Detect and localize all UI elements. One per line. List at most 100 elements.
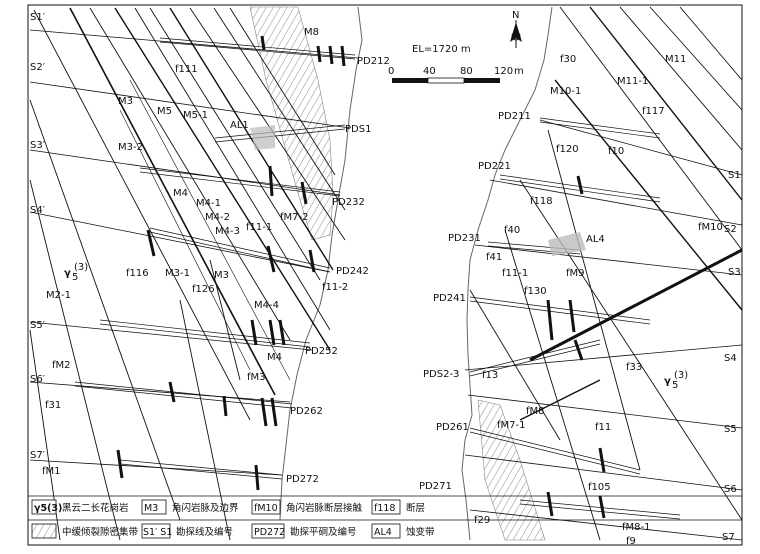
svg-text:f118: f118 xyxy=(374,503,395,514)
adit-label: PD272 xyxy=(286,474,319,485)
legend-label: 勘探平硐及编号 xyxy=(290,526,357,538)
fault-label: f9 xyxy=(626,536,636,547)
dike-label: M11 xyxy=(665,54,686,65)
section-label-s7: S7 xyxy=(722,532,735,543)
alteration-al4 xyxy=(548,232,586,256)
granite-symbol-right: γ 5 (3) xyxy=(664,370,688,391)
elevation-label: EL=1720 m xyxy=(412,44,471,55)
adit-label: PD231 xyxy=(448,233,481,244)
dike-crossings-right xyxy=(546,175,606,519)
dike-label: M3 xyxy=(214,270,229,281)
fault-label: f11-1 xyxy=(246,222,272,233)
svg-text:fM10: fM10 xyxy=(254,503,278,514)
dike-label: M4-1 xyxy=(196,198,221,209)
svg-text:0: 0 xyxy=(388,66,394,77)
section-label-s3p: S3′ xyxy=(30,140,46,151)
dike-label: M4-2 xyxy=(205,212,230,223)
map-frame xyxy=(27,4,743,546)
dike-lines-left xyxy=(29,7,346,541)
fault-label: f31 xyxy=(45,400,61,411)
adit-label: PDS1 xyxy=(345,124,371,135)
fault-label: f118 xyxy=(530,196,553,207)
right-bank-line xyxy=(461,6,553,541)
fault-label: f30 xyxy=(560,54,576,65)
fault-label: f11-1 xyxy=(502,268,528,279)
dike-label: M3 xyxy=(118,96,133,107)
section-label-s3: S3 xyxy=(728,267,741,278)
fault-label: f116 xyxy=(126,268,149,279)
section-label-s5: S5 xyxy=(724,424,737,435)
section-label-s4p: S4′ xyxy=(30,205,46,216)
dike-label: M2-1 xyxy=(46,290,71,301)
adit-label: PD212 xyxy=(357,56,390,67)
north-arrow-icon: N xyxy=(510,10,522,48)
legend-label: 蚀变带 xyxy=(406,526,435,538)
fault-label: f40 xyxy=(504,225,520,236)
section-labels-right: S1 S2 S3 S4 S5 S6 S7 xyxy=(722,170,741,543)
adit-labels: PD212 PDS1 PD232 PD242 PD252 PD262 PD272… xyxy=(286,56,531,492)
dike-label: M11-1 xyxy=(617,76,648,87)
dike-crossings-left xyxy=(116,35,346,491)
fault-label: f111 xyxy=(175,64,198,75)
svg-text:S1′ S1: S1′ S1 xyxy=(143,527,172,538)
fracture-zone-left xyxy=(249,6,334,241)
fault-label: f11-2 xyxy=(322,282,348,293)
section-label-s6p: S6′ xyxy=(30,374,46,385)
fault-labels: f111 f116 f126 f11-1 f11-2 f31 f30 f117 … xyxy=(45,54,665,547)
section-label-s1p: S1′ xyxy=(30,12,46,23)
fault-label: f126 xyxy=(192,284,215,295)
legend-label: 断层 xyxy=(406,502,425,514)
adit-label: PDS2-3 xyxy=(423,369,459,380)
dike-label: M3-1 xyxy=(165,268,190,279)
legend-label: 角闪岩脉及边界 xyxy=(172,502,239,514)
svg-text:(3): (3) xyxy=(674,370,688,381)
adit-label: PD242 xyxy=(336,266,369,277)
adit-label: PD271 xyxy=(419,481,452,492)
dike-label: fM7-1 xyxy=(497,420,525,431)
svg-text:(3): (3) xyxy=(74,262,88,273)
fault-label: f10 xyxy=(608,146,624,157)
granite-symbol-left: γ 5 (3) xyxy=(64,262,88,283)
dike-label: M8 xyxy=(304,27,319,38)
dike-label: fM7-2 xyxy=(280,212,308,223)
fault-label: f117 xyxy=(642,106,665,117)
section-label-s2p: S2′ xyxy=(30,62,46,73)
section-label-s6: S6 xyxy=(724,484,737,495)
svg-text:5: 5 xyxy=(72,272,78,283)
section-labels-left: S1′ S2′ S3′ S4′ S5′ S6′ S7′ xyxy=(30,12,46,461)
adit-label: PD232 xyxy=(332,197,365,208)
scale-bar: 0 40 80 120 m xyxy=(388,66,524,84)
dike-label: M4 xyxy=(173,188,188,199)
dike-label: M5-1 xyxy=(183,110,208,121)
svg-text:M3: M3 xyxy=(144,503,158,514)
alteration-label-al4: AL4 xyxy=(586,234,605,245)
dike-label: fM2 xyxy=(52,360,71,371)
legend-label: 中缓倾裂隙密集带 xyxy=(62,526,139,538)
dike-label: M4-3 xyxy=(215,226,240,237)
legend-label: 黑云二长花岗岩 xyxy=(62,502,129,514)
dike-label: fM1 xyxy=(42,466,61,477)
section-label-s4: S4 xyxy=(724,353,737,364)
svg-text:N: N xyxy=(512,10,519,21)
dike-label: fM8-1 xyxy=(622,522,650,533)
svg-text:40: 40 xyxy=(423,66,436,77)
alteration-label-al1: AL1 xyxy=(230,120,249,131)
section-label-s7p: S7′ xyxy=(30,450,46,461)
section-label-s1: S1 xyxy=(728,170,741,181)
dike-label: M3-2 xyxy=(118,142,143,153)
adit-label: PD262 xyxy=(290,406,323,417)
dike-labels: M8 M3 M5 M5-1 M3-2 M4 M4-1 M4-2 M4-3 M3-… xyxy=(42,27,723,533)
legend-label: 勘探线及编号 xyxy=(176,526,233,538)
svg-text:5: 5 xyxy=(672,380,678,391)
svg-text:m: m xyxy=(514,66,524,77)
legend: γ5(3) 黑云二长花岗岩 M3 角闪岩脉及边界 fM10 角闪岩脉断层接触 f… xyxy=(28,495,742,546)
fault-label: f41 xyxy=(486,252,502,263)
dike-label: fM9 xyxy=(566,268,585,279)
svg-text:γ: γ xyxy=(664,376,671,387)
left-bank-line xyxy=(279,6,363,521)
fault-label: f120 xyxy=(556,144,579,155)
svg-text:γ: γ xyxy=(64,268,71,279)
fault-label: f105 xyxy=(588,482,611,493)
svg-text:AL4: AL4 xyxy=(374,527,392,538)
